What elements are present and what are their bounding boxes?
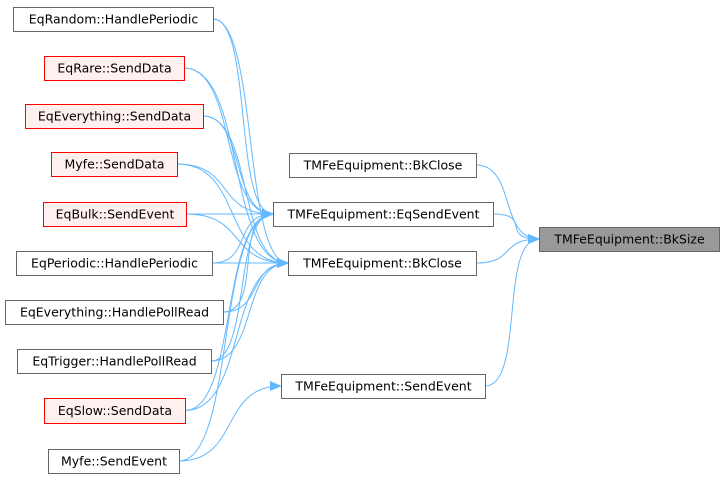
graph-node-tmfe-bkclose[interactable]: TMFeEquipment::BkClose <box>288 251 477 276</box>
node-label: TMFeEquipment::SendEvent <box>294 379 471 394</box>
edge-n_everything_send-to-n_tmfe_eqsendevent <box>202 115 274 219</box>
graph-node-trigger-poll[interactable]: EqTrigger::HandlePollRead <box>17 349 212 374</box>
edge-n_bulk_send-to-n_tmfe_bkclose <box>185 213 289 268</box>
node-label: TMFeEquipment::BkClose <box>302 256 462 271</box>
node-label: EqEverything::SendData <box>38 109 191 124</box>
edge-n_everything_send-to-n_tmfe_bkclose <box>202 115 289 268</box>
node-box <box>288 251 477 276</box>
node-box <box>25 104 204 129</box>
node-box <box>539 227 720 252</box>
edge-n_rare_send-to-n_tmfe_eqsendevent <box>183 67 274 219</box>
edge-n_periodic_handle-to-n_tmfe_eqsendevent <box>211 209 274 264</box>
node-box <box>51 152 178 177</box>
edge-n_rare_send-to-n_tmfe_bkclose <box>183 67 289 268</box>
node-label: Myfe::SendData <box>64 157 164 172</box>
edge-n_tmfe_eqsendevent-to-n_tmfe_bksize <box>492 213 540 244</box>
graph-node-myfe-sendevent[interactable]: Myfe::SendEvent <box>48 449 180 474</box>
edge-n_myfe_send-to-n_tmfe_eqsendevent <box>176 163 274 219</box>
node-box <box>273 202 494 227</box>
edge-n_myfe_sendevent-to-n_tmfe_eqsendevent <box>178 209 274 462</box>
node-label: EqTrigger::HandlePollRead <box>32 354 196 369</box>
edges-layer <box>176 18 540 462</box>
edge-n_random_handle-to-n_tmfe_bkclose <box>212 18 289 268</box>
graph-node-bulk-send[interactable]: EqBulk::SendEvent <box>43 202 187 227</box>
nodes-layer: EqRandom::HandlePeriodicEqRare::SendData… <box>5 7 720 474</box>
node-label: TMFeEquipment::EqSendEvent <box>286 207 479 222</box>
edge-n_everything_poll-to-n_tmfe_bkclose <box>222 258 289 313</box>
node-label: EqSlow::SendData <box>58 403 172 418</box>
graph-node-random-handle[interactable]: EqRandom::HandlePeriodic <box>13 7 214 32</box>
node-label: EqRare::SendData <box>57 61 171 76</box>
node-box <box>5 300 224 325</box>
node-box <box>44 56 185 81</box>
graph-node-everything-send[interactable]: EqEverything::SendData <box>25 104 204 129</box>
edge-n_myfe_send-to-n_tmfe_bkclose <box>176 163 289 268</box>
node-label: EqRandom::HandlePeriodic <box>29 12 199 27</box>
graph-node-tmfe-bkclose-top[interactable]: TMFeEquipment::BkClose <box>289 153 477 178</box>
node-label: EqEverything::HandlePollRead <box>20 305 209 320</box>
node-box <box>43 202 187 227</box>
edge-n_tmfe_bkclose_top-to-n_tmfe_bksize <box>475 164 540 244</box>
graph-node-tmfe-bksize[interactable]: TMFeEquipment::BkSize <box>539 227 720 252</box>
graph-node-everything-poll[interactable]: EqEverything::HandlePollRead <box>5 300 224 325</box>
graph-node-tmfe-sendevent[interactable]: TMFeEquipment::SendEvent <box>281 374 486 399</box>
edge-n_trigger_poll-to-n_tmfe_eqsendevent <box>210 209 274 362</box>
node-label: EqPeriodic::HandlePeriodic <box>31 256 198 271</box>
node-box <box>44 398 186 424</box>
node-label: TMFeEquipment::BkSize <box>553 232 705 247</box>
edge-n_random_handle-to-n_tmfe_eqsendevent <box>212 18 274 219</box>
graph-node-myfe-send[interactable]: Myfe::SendData <box>51 152 178 177</box>
edge-n_trigger_poll-to-n_tmfe_bkclose <box>210 258 289 362</box>
node-box <box>48 449 180 474</box>
graph-node-rare-send[interactable]: EqRare::SendData <box>44 56 185 81</box>
edge-n_tmfe_sendevent-to-n_tmfe_bksize <box>484 234 540 387</box>
graph-node-periodic-handle[interactable]: EqPeriodic::HandlePeriodic <box>16 251 213 276</box>
node-box <box>289 153 477 178</box>
graph-node-slow-send[interactable]: EqSlow::SendData <box>44 398 186 424</box>
node-label: TMFeEquipment::BkClose <box>303 158 463 173</box>
node-box <box>16 251 213 276</box>
node-label: Myfe::SendEvent <box>61 454 167 469</box>
edge-n_slow_send-to-n_tmfe_bkclose <box>184 258 289 411</box>
node-label: EqBulk::SendEvent <box>56 207 175 222</box>
edge-n_myfe_sendevent-to-n_tmfe_sendevent <box>178 381 282 462</box>
graph-node-tmfe-eqsendevent[interactable]: TMFeEquipment::EqSendEvent <box>273 202 494 227</box>
node-box <box>13 7 214 32</box>
node-box <box>281 374 486 399</box>
node-box <box>17 349 212 374</box>
